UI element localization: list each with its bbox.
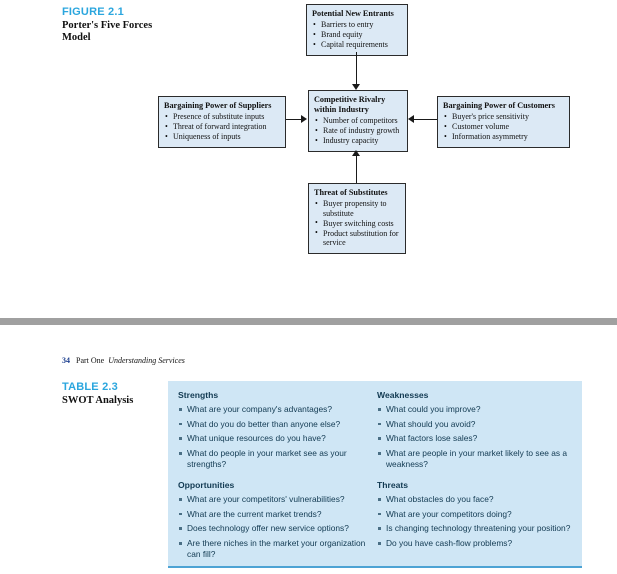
- list-item: What factors lose sales?: [377, 433, 572, 444]
- list-item: What could you improve?: [377, 404, 572, 415]
- quadrant-heading: Strengths: [178, 390, 219, 400]
- page-number: 34: [62, 356, 70, 365]
- page-divider-bar: [0, 318, 617, 325]
- bullet-item: Information asymmetry: [443, 132, 564, 142]
- running-head: 34 Part One Understanding Services: [62, 356, 185, 365]
- swot-quadrant-strengths: Strengths What are your company's advant…: [178, 389, 375, 474]
- swot-grid: Strengths What are your company's advant…: [178, 389, 572, 564]
- part-label: Part One: [76, 356, 105, 365]
- bullet-item: Threat of forward integration: [164, 122, 280, 132]
- figure-caption: FIGURE 2.1 Porter's Five Forces Model: [62, 6, 172, 44]
- box-title-line2: within Industry: [314, 105, 369, 114]
- box-bullet-list: Buyer's price sensitivity Customer volum…: [443, 112, 564, 142]
- box-bullet-list: Barriers to entry Brand equity Capital r…: [312, 20, 402, 50]
- bullet-item: Buyer's price sensitivity: [443, 112, 564, 122]
- bullet-item: Capital requirements: [312, 40, 402, 50]
- box-bullet-list: Buyer propensity to substitute Buyer swi…: [314, 198, 400, 248]
- list-item: What do you do better than anyone else?: [178, 419, 367, 430]
- diagram-box-bargaining-power-of-suppliers: Bargaining Power of Suppliers Presence o…: [158, 96, 286, 149]
- bullet-item: Brand equity: [312, 30, 402, 40]
- porters-five-forces-diagram: Potential New Entrants Barriers to entry…: [0, 0, 617, 300]
- bullet-item: Product substitution for service: [314, 228, 400, 248]
- bullet-item: Barriers to entry: [312, 20, 402, 30]
- bullet-item: Presence of substitute inputs: [164, 112, 280, 122]
- arrow-left-icon: [408, 115, 414, 123]
- connector-line-right: [414, 119, 437, 120]
- list-item: What are the current market trends?: [178, 509, 367, 520]
- quadrant-list: What are your competitors' vulnerabiliti…: [178, 494, 367, 561]
- list-item: What are your competitors doing?: [377, 509, 572, 520]
- list-item: What are your competitors' vulnerabiliti…: [178, 494, 367, 505]
- list-item: What unique resources do you have?: [178, 433, 367, 444]
- list-item: What obstacles do you face?: [377, 494, 572, 505]
- list-item: What are your company's advantages?: [178, 404, 367, 415]
- quadrant-list: What are your company's advantages? What…: [178, 404, 367, 471]
- connector-line-top: [356, 52, 357, 85]
- bullet-item: Number of competitors: [314, 116, 402, 126]
- bullet-item: Rate of industry growth: [314, 126, 402, 136]
- bullet-item: Buyer propensity to substitute: [314, 198, 400, 218]
- list-item: Are there niches in the market your orga…: [178, 538, 367, 560]
- quadrant-list: What could you improve? What should you …: [377, 404, 572, 471]
- diagram-box-competitive-rivalry: Competitive Rivalry within Industry Numb…: [308, 90, 408, 153]
- arrow-right-icon: [301, 115, 307, 123]
- figure-title: Porter's Five Forces Model: [62, 20, 172, 44]
- connector-line-bottom: [356, 156, 357, 183]
- box-title: Threat of Substitutes: [314, 188, 388, 197]
- table-number: TABLE 2.3: [62, 381, 118, 393]
- diagram-box-potential-new-entrants: Potential New Entrants Barriers to entry…: [306, 4, 408, 57]
- list-item: What should you avoid?: [377, 419, 572, 430]
- bullet-item: Industry capacity: [314, 136, 402, 146]
- quadrant-heading: Threats: [377, 480, 409, 491]
- list-item: What do people in your market see as you…: [178, 448, 367, 470]
- swot-quadrant-threats: Threats What obstacles do you face? What…: [375, 479, 572, 564]
- list-item: Does technology offer new service option…: [178, 523, 367, 534]
- connector-line-left: [286, 119, 303, 120]
- quadrant-heading: Weaknesses: [377, 390, 429, 400]
- diagram-box-bargaining-power-of-customers: Bargaining Power of Customers Buyer's pr…: [437, 96, 570, 149]
- bullet-item: Customer volume: [443, 122, 564, 132]
- box-title: Bargaining Power of Customers: [443, 101, 555, 110]
- quadrant-heading: Opportunities: [178, 480, 235, 491]
- figure-number: FIGURE 2.1: [62, 6, 124, 18]
- swot-analysis-panel: Strengths What are your company's advant…: [168, 381, 582, 568]
- figure-title-line1: Porter's Five Forces: [62, 20, 153, 31]
- diagram-box-threat-of-substitutes: Threat of Substitutes Buyer propensity t…: [308, 183, 406, 255]
- list-item: Is changing technology threatening your …: [377, 523, 572, 534]
- box-bullet-list: Presence of substitute inputs Threat of …: [164, 112, 280, 142]
- arrow-down-icon: [352, 84, 360, 90]
- arrow-up-icon: [352, 150, 360, 156]
- box-title-line1: Competitive Rivalry: [314, 95, 386, 104]
- swot-quadrant-weaknesses: Weaknesses What could you improve? What …: [375, 389, 572, 474]
- bullet-item: Uniqueness of inputs: [164, 132, 280, 142]
- box-bullet-list: Number of competitors Rate of industry g…: [314, 116, 402, 146]
- list-item: Do you have cash-flow problems?: [377, 538, 572, 549]
- figure-title-line2: Model: [62, 32, 91, 43]
- list-item: What are people in your market likely to…: [377, 448, 572, 470]
- box-title: Bargaining Power of Suppliers: [164, 101, 272, 110]
- quadrant-list: What obstacles do you face? What are you…: [377, 494, 572, 549]
- table-caption: TABLE 2.3 SWOT Analysis: [62, 381, 167, 407]
- box-title: Competitive Rivalry within Industry: [314, 95, 402, 115]
- table-title: SWOT Analysis: [62, 395, 134, 406]
- swot-quadrant-opportunities: Opportunities What are your competitors'…: [178, 479, 375, 564]
- box-title: Potential New Entrants: [312, 9, 394, 18]
- bullet-item: Buyer switching costs: [314, 218, 400, 229]
- book-title: Understanding Services: [108, 356, 185, 365]
